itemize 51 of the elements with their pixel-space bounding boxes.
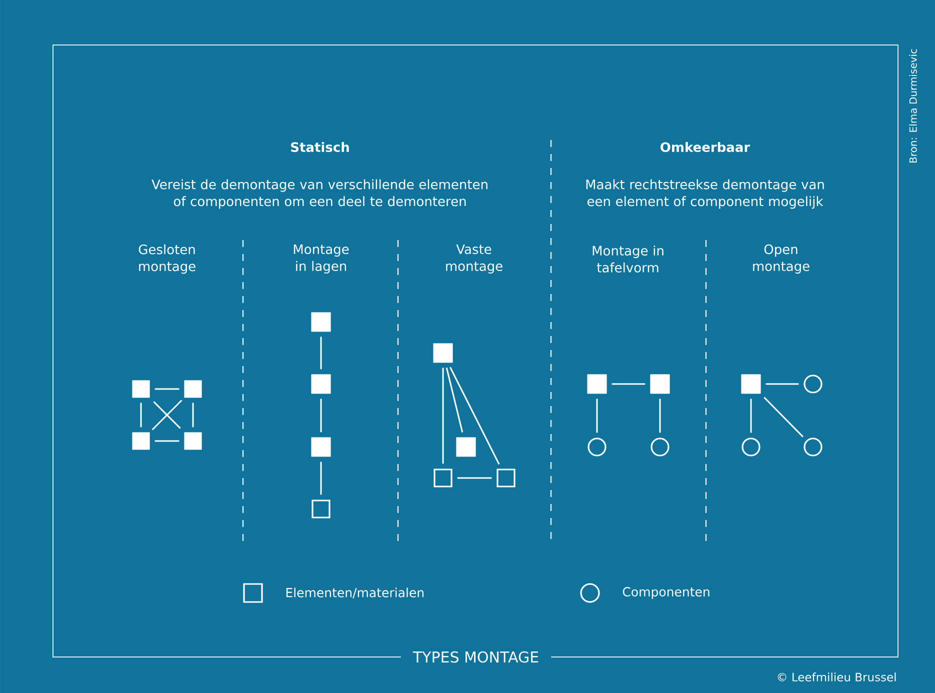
title: TYPES MONTAGE <box>400 648 552 666</box>
filled-square <box>587 374 607 394</box>
filled-square <box>311 437 331 457</box>
open-square <box>312 500 330 518</box>
copyright-note: © Leefmilieu Brussel <box>778 672 896 682</box>
filled-square <box>433 343 453 363</box>
source-note: Bron: Elma Durmisevic <box>909 49 917 163</box>
open-square <box>496 468 516 488</box>
connector-line <box>320 336 322 370</box>
connector-line <box>154 440 180 442</box>
connector-line <box>659 398 661 433</box>
connector-line <box>450 366 500 465</box>
filled-square <box>311 374 331 394</box>
column-heading: Open montage <box>753 244 810 274</box>
filled-square <box>456 437 476 457</box>
filled-square <box>184 432 202 450</box>
legend-text: Elementen/materialen <box>286 588 424 598</box>
connector-line <box>140 402 142 428</box>
filled-square <box>132 380 150 398</box>
connector-line <box>596 398 598 433</box>
connector-line <box>766 383 799 385</box>
connector-line <box>442 368 444 464</box>
heading: Statisch <box>291 142 349 152</box>
filled-square <box>184 380 202 398</box>
column-heading: Montage in tafelvorm <box>592 246 664 272</box>
open-square <box>434 468 452 488</box>
connector-line <box>612 383 646 385</box>
description: Vereist de demontage van verschillende elementen of componenten om een deel te demonteren <box>152 179 488 209</box>
legend-text: Componenten <box>622 587 710 599</box>
connector-line <box>192 402 194 428</box>
connector-line <box>457 477 492 479</box>
connector-line <box>320 398 322 432</box>
open-circle <box>742 438 760 456</box>
connector-line <box>750 398 752 433</box>
description: Maakt rechtstreekse demontage van een element of component mogelijk <box>586 179 824 209</box>
filled-square <box>132 432 150 450</box>
connector-line <box>446 367 464 433</box>
open-circle <box>650 438 670 456</box>
connector-line <box>764 396 804 438</box>
heading: Omkeerbaar <box>660 142 750 152</box>
filled-square <box>311 312 331 332</box>
column-heading: Gesloten montage <box>138 244 196 274</box>
open-circle <box>804 374 822 394</box>
connector-line <box>154 388 180 390</box>
open-circle <box>588 438 606 456</box>
open-circle <box>804 438 822 456</box>
filled-square <box>650 374 670 394</box>
column-heading: Montage in lagen <box>294 244 349 274</box>
filled-square <box>741 374 761 394</box>
column-heading: Vaste montage <box>446 244 502 274</box>
connector-line <box>320 462 322 495</box>
